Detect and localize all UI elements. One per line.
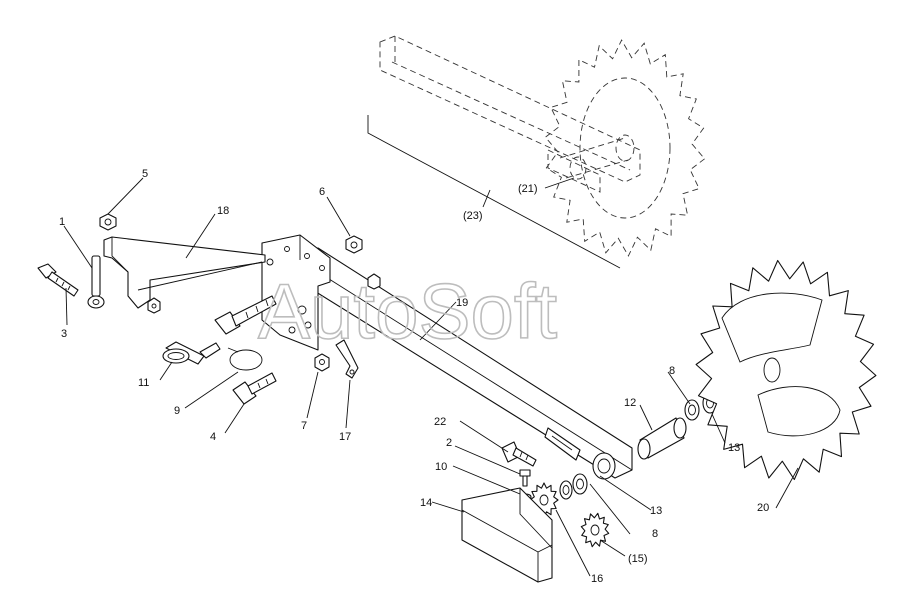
bolt-4 xyxy=(232,372,277,405)
callout-17: 17 xyxy=(339,431,351,443)
nut-lower-left xyxy=(147,297,161,314)
callout-9: 9 xyxy=(174,405,180,417)
callout-13-upper: 13 xyxy=(728,442,740,454)
callout-1: 1 xyxy=(59,216,65,228)
dashed-frame-beam xyxy=(379,35,641,193)
bolt-3 xyxy=(37,263,79,297)
callout-3: 3 xyxy=(61,328,67,340)
callout-18: 18 xyxy=(217,205,229,217)
cover-box-14 xyxy=(461,487,553,583)
lever-arm-18 xyxy=(103,236,266,309)
bushing-on-arm xyxy=(592,452,616,480)
callout-8-lower: 8 xyxy=(652,528,658,540)
callout-23: (23) xyxy=(463,210,483,222)
small-sprocket-16-hub xyxy=(539,494,549,506)
frame-leader-23 xyxy=(367,115,621,269)
washer-pair-13-8-lower xyxy=(559,473,588,500)
callout-4: 4 xyxy=(210,431,216,443)
callout-15: (15) xyxy=(628,553,648,565)
callout-16: 16 xyxy=(591,573,603,585)
spacer-12 xyxy=(637,417,687,460)
screw-2 xyxy=(519,469,531,487)
callout-13-lower: 13 xyxy=(650,505,662,517)
small-sprocket-15 xyxy=(580,512,610,548)
callout-8-upper: 8 xyxy=(669,365,675,377)
callout-21: (21) xyxy=(518,183,538,195)
callout-14: 14 xyxy=(420,497,432,509)
carriage-bolt-upper xyxy=(214,295,277,335)
dashed-large-sprocket xyxy=(544,39,706,257)
callout-22: 22 xyxy=(434,416,446,428)
callout-10: 10 xyxy=(435,461,447,473)
eyebolt-1 xyxy=(87,255,105,309)
nut-6 xyxy=(345,235,363,254)
sprocket-20-spokes xyxy=(721,292,841,437)
callout-labels: 1 2 3 4 5 6 7 8 8 9 10 11 12 13 13 14 (1… xyxy=(59,168,769,585)
pin-11 xyxy=(162,341,221,365)
callout-19: 19 xyxy=(456,297,468,309)
nut-top-bracket xyxy=(367,273,381,290)
nut-7 xyxy=(314,353,330,372)
bolt-22 xyxy=(501,441,537,467)
callout-12: 12 xyxy=(624,397,636,409)
nut-5 xyxy=(99,213,117,231)
callout-2: 2 xyxy=(446,437,452,449)
small-sprocket-15-hub xyxy=(590,524,600,536)
callout-11: 11 xyxy=(138,377,149,389)
callout-6: 6 xyxy=(319,186,325,198)
watermark: AutoSoft xyxy=(258,267,558,355)
clip-17 xyxy=(335,339,359,379)
callout-5: 5 xyxy=(142,168,148,180)
callout-20: 20 xyxy=(757,502,769,514)
mounting-bracket-plate xyxy=(261,234,331,351)
callout-7: 7 xyxy=(301,420,307,432)
leader-lines xyxy=(63,177,799,577)
ring-9 xyxy=(227,347,263,371)
